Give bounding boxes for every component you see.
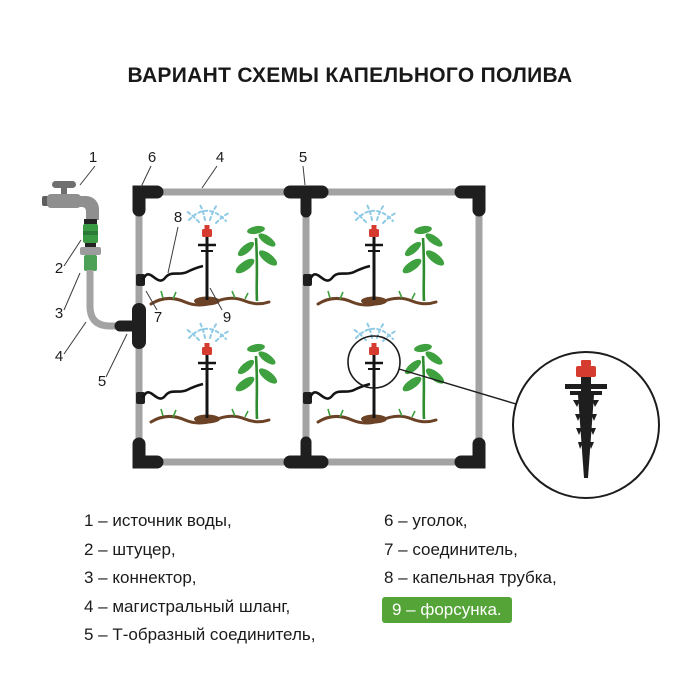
callout-source: 1 <box>89 149 97 166</box>
pipe-fittings <box>114 185 486 469</box>
legend-item-9: 9 – форсунка. <box>382 596 557 623</box>
callout-drip-tube: 8 <box>174 209 182 226</box>
legend-item-1: 1 – источник воды, <box>84 511 232 530</box>
highlight-circle <box>347 335 401 389</box>
legend-item-8: 8 – капельная трубка, <box>384 568 557 588</box>
drip-cell-bottom-left <box>134 321 281 425</box>
irrigation-diagram: 1 6 4 5 2 3 4 5 8 7 9 <box>42 149 660 499</box>
tap-icon <box>42 181 99 224</box>
legend-column-left: 1 – источник воды, 2 – штуцер, 3 – конне… <box>84 511 315 654</box>
legend-item-2: 2 – штуцер, <box>84 539 176 559</box>
connector-icon <box>80 247 101 271</box>
legend-item-7: 7 – соединитель, <box>384 539 518 559</box>
legend-column-right: 6 – уголок, 7 – соединитель, 8 – капельн… <box>382 511 557 632</box>
page-title: ВАРИАНТ СХЕМЫ КАПЕЛЬНОГО ПОЛИВА <box>127 64 573 87</box>
callout-hose-top: 4 <box>216 149 224 166</box>
callout-nozzle: 9 <box>223 309 231 326</box>
supply-hose <box>86 270 122 330</box>
nozzle-magnifier <box>347 335 660 499</box>
fitting-icon <box>83 224 98 247</box>
nozzle-icon <box>565 360 607 478</box>
callout-lines <box>63 165 306 378</box>
legend-item-3: 3 – коннектор, <box>84 568 197 588</box>
callout-coupler: 7 <box>154 309 162 326</box>
drip-cell-bottom-right <box>301 321 448 425</box>
legend-item-4: 4 – магистральный шланг, <box>84 596 291 616</box>
legend-item-6: 6 – уголок, <box>384 511 468 530</box>
legend-item-5: 5 – Т-образный соединитель, <box>84 625 316 645</box>
callout-connector: 3 <box>55 305 63 322</box>
callout-hose-left: 4 <box>55 348 63 365</box>
drip-cell-top-right <box>301 203 448 307</box>
legend-highlight: 9 – форсунка. <box>382 596 512 623</box>
drip-cell-top-left <box>134 203 281 307</box>
callout-tee-top: 5 <box>299 149 307 166</box>
callout-tee-left: 5 <box>98 373 106 390</box>
callout-fitting: 2 <box>55 260 63 277</box>
callout-corner: 6 <box>148 149 156 166</box>
